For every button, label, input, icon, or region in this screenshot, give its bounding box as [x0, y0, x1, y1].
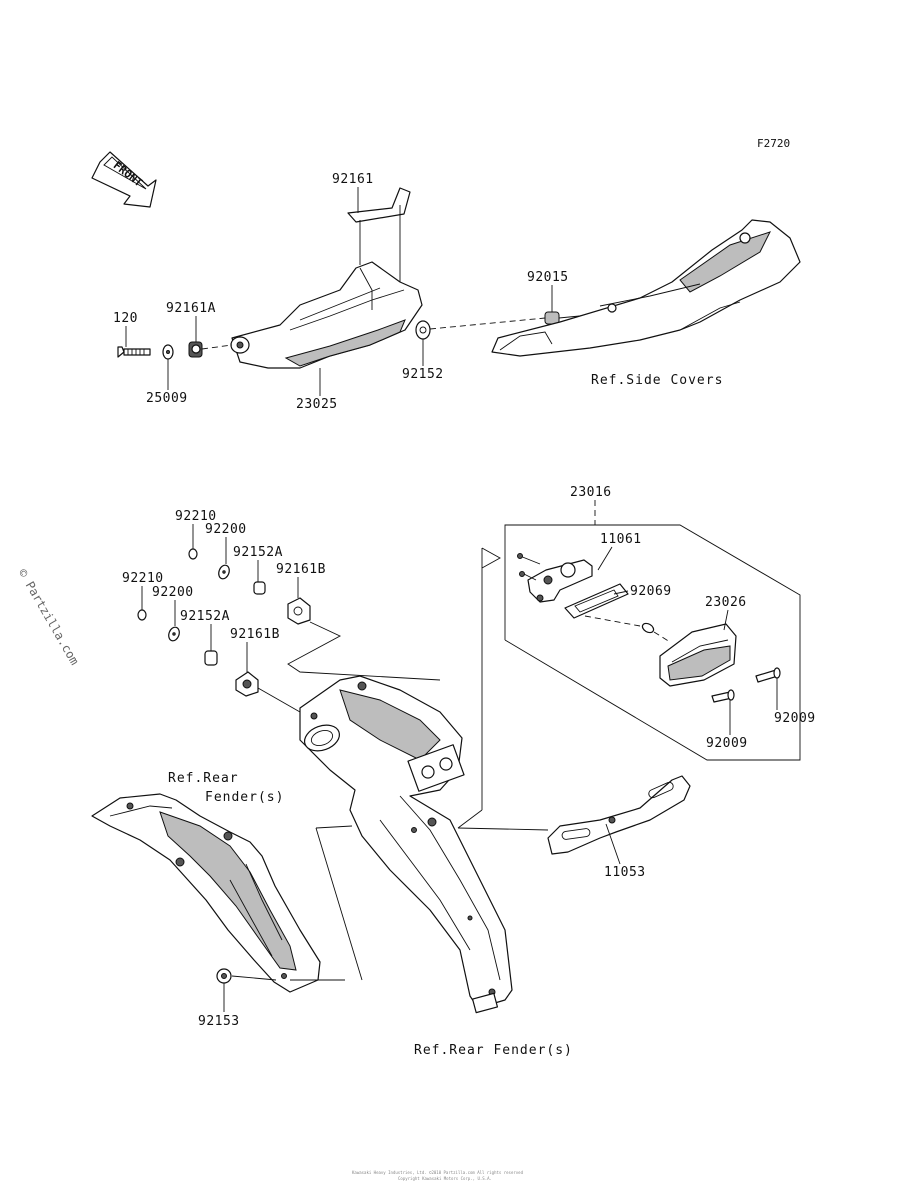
figure-code: F2720 [757, 137, 790, 150]
ref-rear-fender-line2: Fender(s) [205, 790, 284, 805]
label-11061: 11061 [600, 532, 642, 547]
screw-92009-lower-icon [711, 689, 735, 703]
license-lamp-group-frame [457, 500, 801, 829]
label-23026: 23026 [705, 595, 747, 610]
bracket-92161-icon [347, 187, 411, 285]
ref-side-covers: Ref.Side Covers [591, 373, 723, 388]
grommet-92161A-icon [188, 341, 233, 358]
label-92069: 92069 [630, 584, 672, 599]
washer-25009-icon [162, 344, 174, 360]
label-11053: 11053 [604, 865, 646, 880]
screw-92009-upper-icon [755, 667, 781, 683]
rear-fender-icon [91, 793, 321, 993]
label-92210-upper: 92210 [175, 509, 217, 524]
screw-120-icon [117, 346, 151, 358]
label-92161A: 92161A [166, 301, 216, 316]
label-23025: 23025 [296, 397, 338, 412]
washer-92200-upper-icon [218, 564, 230, 580]
label-92200-upper: 92200 [205, 522, 247, 537]
side-covers-icon [491, 219, 801, 357]
ref-rear-fender-bottom: Ref.Rear Fender(s) [414, 1043, 573, 1058]
label-92200-lower: 92200 [152, 585, 194, 600]
tail-stay-icon [299, 675, 513, 1014]
tail-light-housing-icon [230, 261, 423, 369]
ref-rear-fender-line1: Ref.Rear [168, 771, 239, 786]
seal-92069-icon [564, 583, 641, 627]
label-92009-lower: 92009 [706, 736, 748, 751]
label-23016: 23016 [570, 485, 612, 500]
lamp-bracket-11061-icon [517, 553, 593, 603]
grommet-92161B-lower-icon [235, 671, 259, 697]
label-120: 120 [113, 311, 138, 326]
label-92161B-upper: 92161B [276, 562, 326, 577]
label-92153: 92153 [198, 1014, 240, 1029]
label-92152: 92152 [402, 367, 444, 382]
grommet-92161B-upper-icon [287, 597, 311, 625]
label-92210-lower: 92210 [122, 571, 164, 586]
label-25009: 25009 [146, 391, 188, 406]
label-92161: 92161 [332, 172, 374, 187]
bulb-icon [641, 622, 671, 643]
lamp-lens-23026-icon [659, 623, 737, 687]
license-bracket-11053-icon [457, 775, 691, 855]
nut-92210-lower-icon [137, 609, 147, 621]
label-92152A-upper: 92152A [233, 545, 283, 560]
nut-92210-upper-icon [188, 548, 198, 560]
collar-92152A-lower-icon [204, 650, 218, 666]
collar-92152A-upper-icon [253, 581, 266, 595]
label-92152A-lower: 92152A [180, 609, 230, 624]
front-arrow-icon: FRONT [91, 151, 157, 208]
partzilla-watermark: © Partzilla.com [15, 567, 81, 668]
footer-line1: Kawasaki Heavy Industries, Ltd. ©2010 Pa… [352, 1170, 524, 1175]
footer-line2: Copyright Kawasaki Motors Corp., U.S.A. [398, 1176, 492, 1181]
washer-92200-lower-icon [168, 626, 180, 642]
label-92015: 92015 [527, 270, 569, 285]
label-92161B-lower: 92161B [230, 627, 280, 642]
label-92009-upper: 92009 [774, 711, 816, 726]
